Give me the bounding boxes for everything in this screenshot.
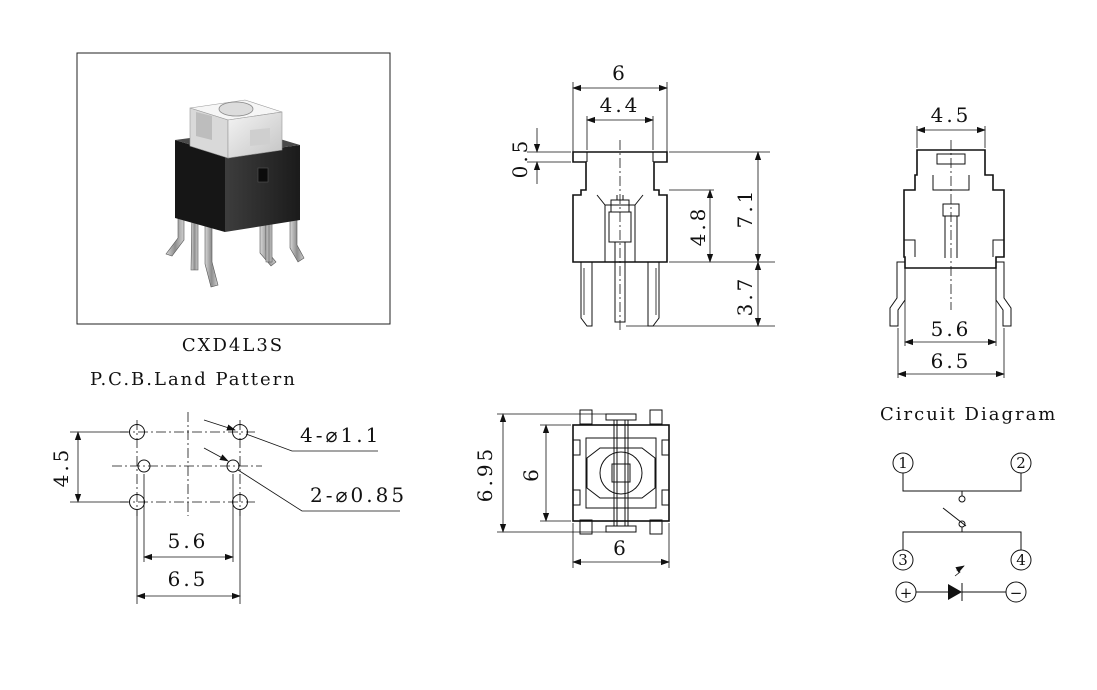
top-dim-width: 6 [613, 536, 629, 560]
land-dim-outer: 6.5 [168, 567, 209, 591]
pin-2-label: 2 [1016, 454, 1026, 472]
photo-body-right [225, 145, 300, 232]
land-hole-b: 2-⌀0.85 [310, 483, 407, 507]
side-view [889, 126, 1012, 378]
front-dim-inner: 4.4 [600, 93, 641, 117]
front-dim-stem: 4.8 [686, 206, 710, 247]
photo-led-window [257, 167, 269, 183]
pad-hole-small [137, 459, 151, 473]
part-name: CXD4L3S [182, 335, 284, 356]
cathode-label: − [1010, 584, 1023, 602]
top-dim-body: 6 [519, 466, 543, 482]
pad-hole [129, 424, 145, 440]
pin-3-label: 3 [898, 551, 908, 569]
front-dim-width: 6 [612, 61, 628, 85]
top-view [497, 409, 670, 568]
pin-1-label: 1 [898, 454, 908, 472]
photo-body-left [175, 140, 225, 232]
land-dim-inner: 5.6 [168, 529, 209, 553]
led-symbol [948, 584, 962, 600]
photo-cap-hole [218, 101, 254, 117]
side-dim-inner: 5.6 [931, 317, 972, 341]
pad-hole [232, 424, 248, 440]
front-view [527, 82, 775, 330]
circuit-diagram [892, 452, 1032, 603]
side-dim-top: 4.5 [931, 103, 972, 127]
pad-hole [232, 494, 248, 510]
circuit-title: Circuit Diagram [880, 404, 1057, 425]
front-dim-cap: 0.5 [508, 138, 532, 179]
front-dim-pin: 3.7 [733, 276, 757, 317]
land-pattern [70, 412, 400, 604]
top-dim-outer: 6.95 [473, 446, 497, 503]
land-hole-a: 4-⌀1.1 [300, 423, 381, 447]
anode-label: + [900, 584, 913, 602]
land-pattern-title: P.C.B.Land Pattern [90, 369, 297, 390]
land-dim-pitch: 4.5 [49, 447, 73, 488]
front-dim-height: 7.1 [733, 188, 757, 229]
pad-hole [129, 494, 145, 510]
pad-hole-small [226, 459, 240, 473]
side-dim-outer: 6.5 [931, 349, 972, 373]
pin-4-label: 4 [1016, 551, 1026, 569]
product-photo [76, 52, 391, 325]
